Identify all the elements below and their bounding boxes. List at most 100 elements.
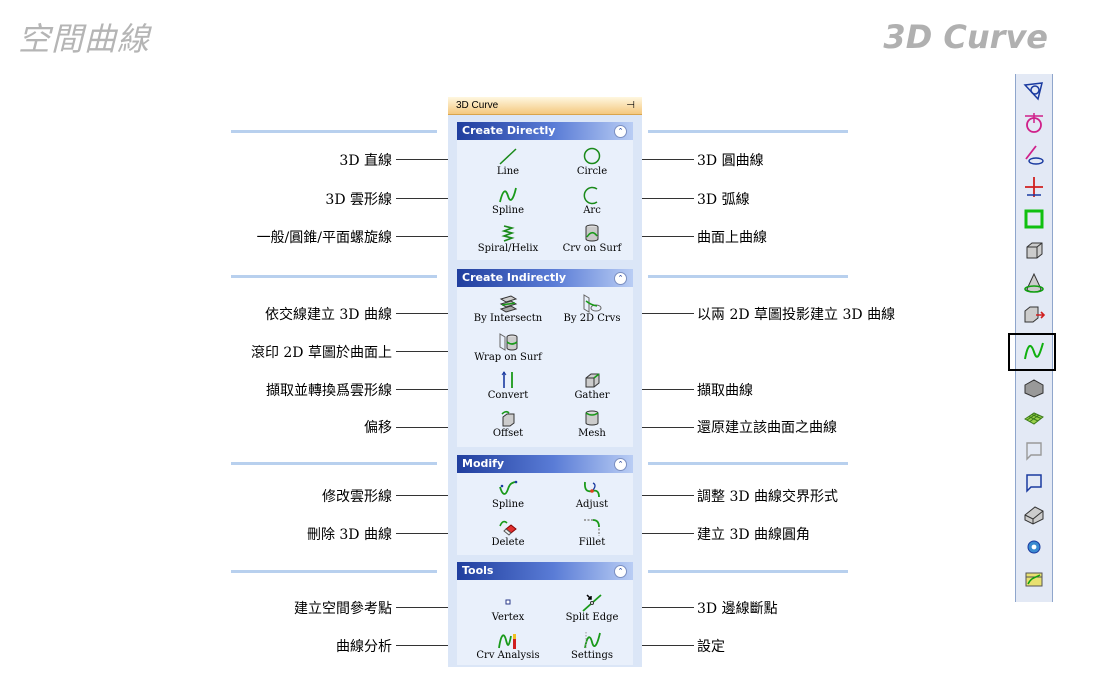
connector-line — [396, 236, 483, 237]
tool-label: Spiral/Helix — [477, 243, 539, 254]
collapse-icon[interactable]: ⌃ — [614, 125, 627, 138]
section-rule — [648, 130, 848, 133]
spiral-helix-tool[interactable]: Spiral/Helix — [473, 223, 543, 255]
tool-label: Wrap on Surf — [474, 352, 542, 363]
section-create-indirectly[interactable]: Create Indirectly ⌃ — [457, 269, 633, 287]
split-edge-tool[interactable]: Split Edge — [557, 592, 627, 624]
connector-line — [396, 198, 483, 199]
callout-mesh: 還原建立該曲面之曲線 — [697, 420, 837, 436]
tool-label: Delete — [491, 537, 525, 548]
task-panel: 3D Curve ⊣ Create Directly ⌃ Line Circle… — [448, 97, 642, 667]
section-title: Tools — [462, 564, 494, 577]
connector-line — [396, 159, 483, 160]
cone-icon[interactable] — [1022, 271, 1046, 295]
connector-line — [610, 313, 694, 314]
section-rule — [648, 570, 848, 573]
offset-tool[interactable]: Offset — [473, 408, 543, 440]
vertex-tool[interactable]: Vertex — [473, 592, 543, 624]
page-title-chinese: 空間曲線 — [18, 20, 151, 58]
gear-icon[interactable] — [1022, 535, 1046, 559]
connector-line — [396, 495, 483, 496]
mesh-grid-icon[interactable] — [1022, 407, 1046, 431]
section-title: Modify — [462, 457, 505, 470]
eraser-icon — [499, 520, 517, 536]
pin-icon[interactable]: ⊣ — [626, 100, 635, 111]
callout-split-edge: 3D 邊線斷點 — [697, 601, 778, 617]
curve-on-plane-icon[interactable] — [1022, 79, 1046, 103]
callout-vertex: 建立空間參考點 — [294, 601, 392, 617]
crv-on-surf-tool[interactable]: Crv on Surf — [557, 223, 627, 255]
section-body: Spline Adjust Delete Fillet — [457, 473, 633, 555]
page-title-english: 3D Curve — [883, 18, 1048, 56]
callout-settings: 設定 — [697, 639, 725, 655]
circle-tool[interactable]: Circle — [557, 146, 627, 178]
arc-icon — [583, 186, 598, 205]
section-body: Vertex Split Edge Crv Analysis Settings — [457, 580, 633, 665]
connector-line — [610, 607, 694, 608]
connector-line — [396, 533, 483, 534]
green-square-icon[interactable] — [1022, 207, 1046, 231]
convert-tool[interactable]: Convert — [473, 370, 543, 402]
connector-line — [396, 389, 483, 390]
callout-wrap: 滾印 2D 草圖於曲面上 — [250, 345, 392, 361]
tool-label: Crv Analysis — [476, 650, 540, 661]
settings-spline-icon[interactable] — [1022, 567, 1046, 591]
adjust-tool[interactable]: Adjust — [557, 479, 627, 511]
solid-wedge-icon[interactable] — [1022, 375, 1046, 399]
tool-label: By 2D Crvs — [563, 313, 621, 324]
connector-line — [610, 645, 694, 646]
spline-icon — [499, 187, 517, 203]
section-modify[interactable]: Modify ⌃ — [457, 455, 633, 473]
connector-line — [610, 389, 694, 390]
curve-analysis-icon — [498, 634, 516, 649]
vertex-icon — [505, 599, 511, 605]
fillet-icon — [584, 519, 600, 536]
collapse-icon[interactable]: ⌃ — [614, 272, 627, 285]
adjust-icon — [583, 481, 600, 498]
tool-label: Crv on Surf — [562, 243, 622, 254]
callout-convert: 擷取並轉換爲雲形線 — [266, 383, 392, 399]
settings-tool[interactable]: Settings — [557, 630, 627, 662]
surface-wedge-icon[interactable] — [1022, 503, 1046, 527]
wrap-on-surf-tool[interactable]: Wrap on Surf — [473, 332, 543, 364]
delete-tool[interactable]: Delete — [473, 517, 543, 549]
box-curve-icon[interactable] — [1022, 239, 1046, 263]
fillet-tool[interactable]: Fillet — [557, 517, 627, 549]
section-rule — [231, 462, 437, 465]
by-intersectn-tool[interactable]: By Intersectn — [473, 293, 543, 325]
section-rule — [231, 275, 437, 278]
by-2d-crvs-tool[interactable]: By 2D Crvs — [557, 293, 627, 325]
callout-delete: 刪除 3D 曲線 — [306, 527, 392, 543]
section-create-directly[interactable]: Create Directly ⌃ — [457, 122, 633, 140]
tool-label: Arc — [583, 205, 601, 216]
crv-analysis-tool[interactable]: Crv Analysis — [473, 630, 543, 662]
modify-spline-tool[interactable]: Spline — [473, 479, 543, 511]
cross-axis-icon[interactable] — [1022, 175, 1046, 199]
gather-icon — [585, 373, 600, 388]
tool-label: Settings — [571, 650, 613, 661]
line-on-plane-icon[interactable] — [1022, 143, 1046, 167]
collapse-icon[interactable]: ⌃ — [614, 565, 627, 578]
section-rule — [231, 130, 437, 133]
connector-line — [610, 198, 694, 199]
plane-icon[interactable] — [1022, 471, 1046, 495]
collapse-icon[interactable]: ⌃ — [614, 458, 627, 471]
plane-small-icon[interactable] — [1022, 439, 1046, 463]
gather-tool[interactable]: Gather — [557, 370, 627, 402]
spline-tool[interactable]: Spline — [473, 185, 543, 217]
spline-icon[interactable] — [1022, 339, 1046, 363]
box-arrow-icon[interactable] — [1022, 303, 1046, 327]
mesh-tool[interactable]: Mesh — [557, 408, 627, 440]
circle-icon — [583, 147, 601, 165]
panel-header[interactable]: 3D Curve ⊣ — [448, 97, 642, 115]
arc-tool[interactable]: Arc — [557, 185, 627, 217]
tool-label: Spline — [491, 205, 524, 216]
convert-icon — [501, 371, 513, 388]
section-tools[interactable]: Tools ⌃ — [457, 562, 633, 580]
offset-icon — [501, 410, 515, 427]
line-tool[interactable]: Line — [473, 146, 543, 178]
tool-label: Mesh — [578, 428, 606, 439]
section-body: Line Circle Spline Arc Spiral/Helix Crv … — [457, 140, 633, 260]
circle-on-plane-icon[interactable] — [1022, 111, 1046, 135]
tool-label: Fillet — [578, 537, 606, 548]
